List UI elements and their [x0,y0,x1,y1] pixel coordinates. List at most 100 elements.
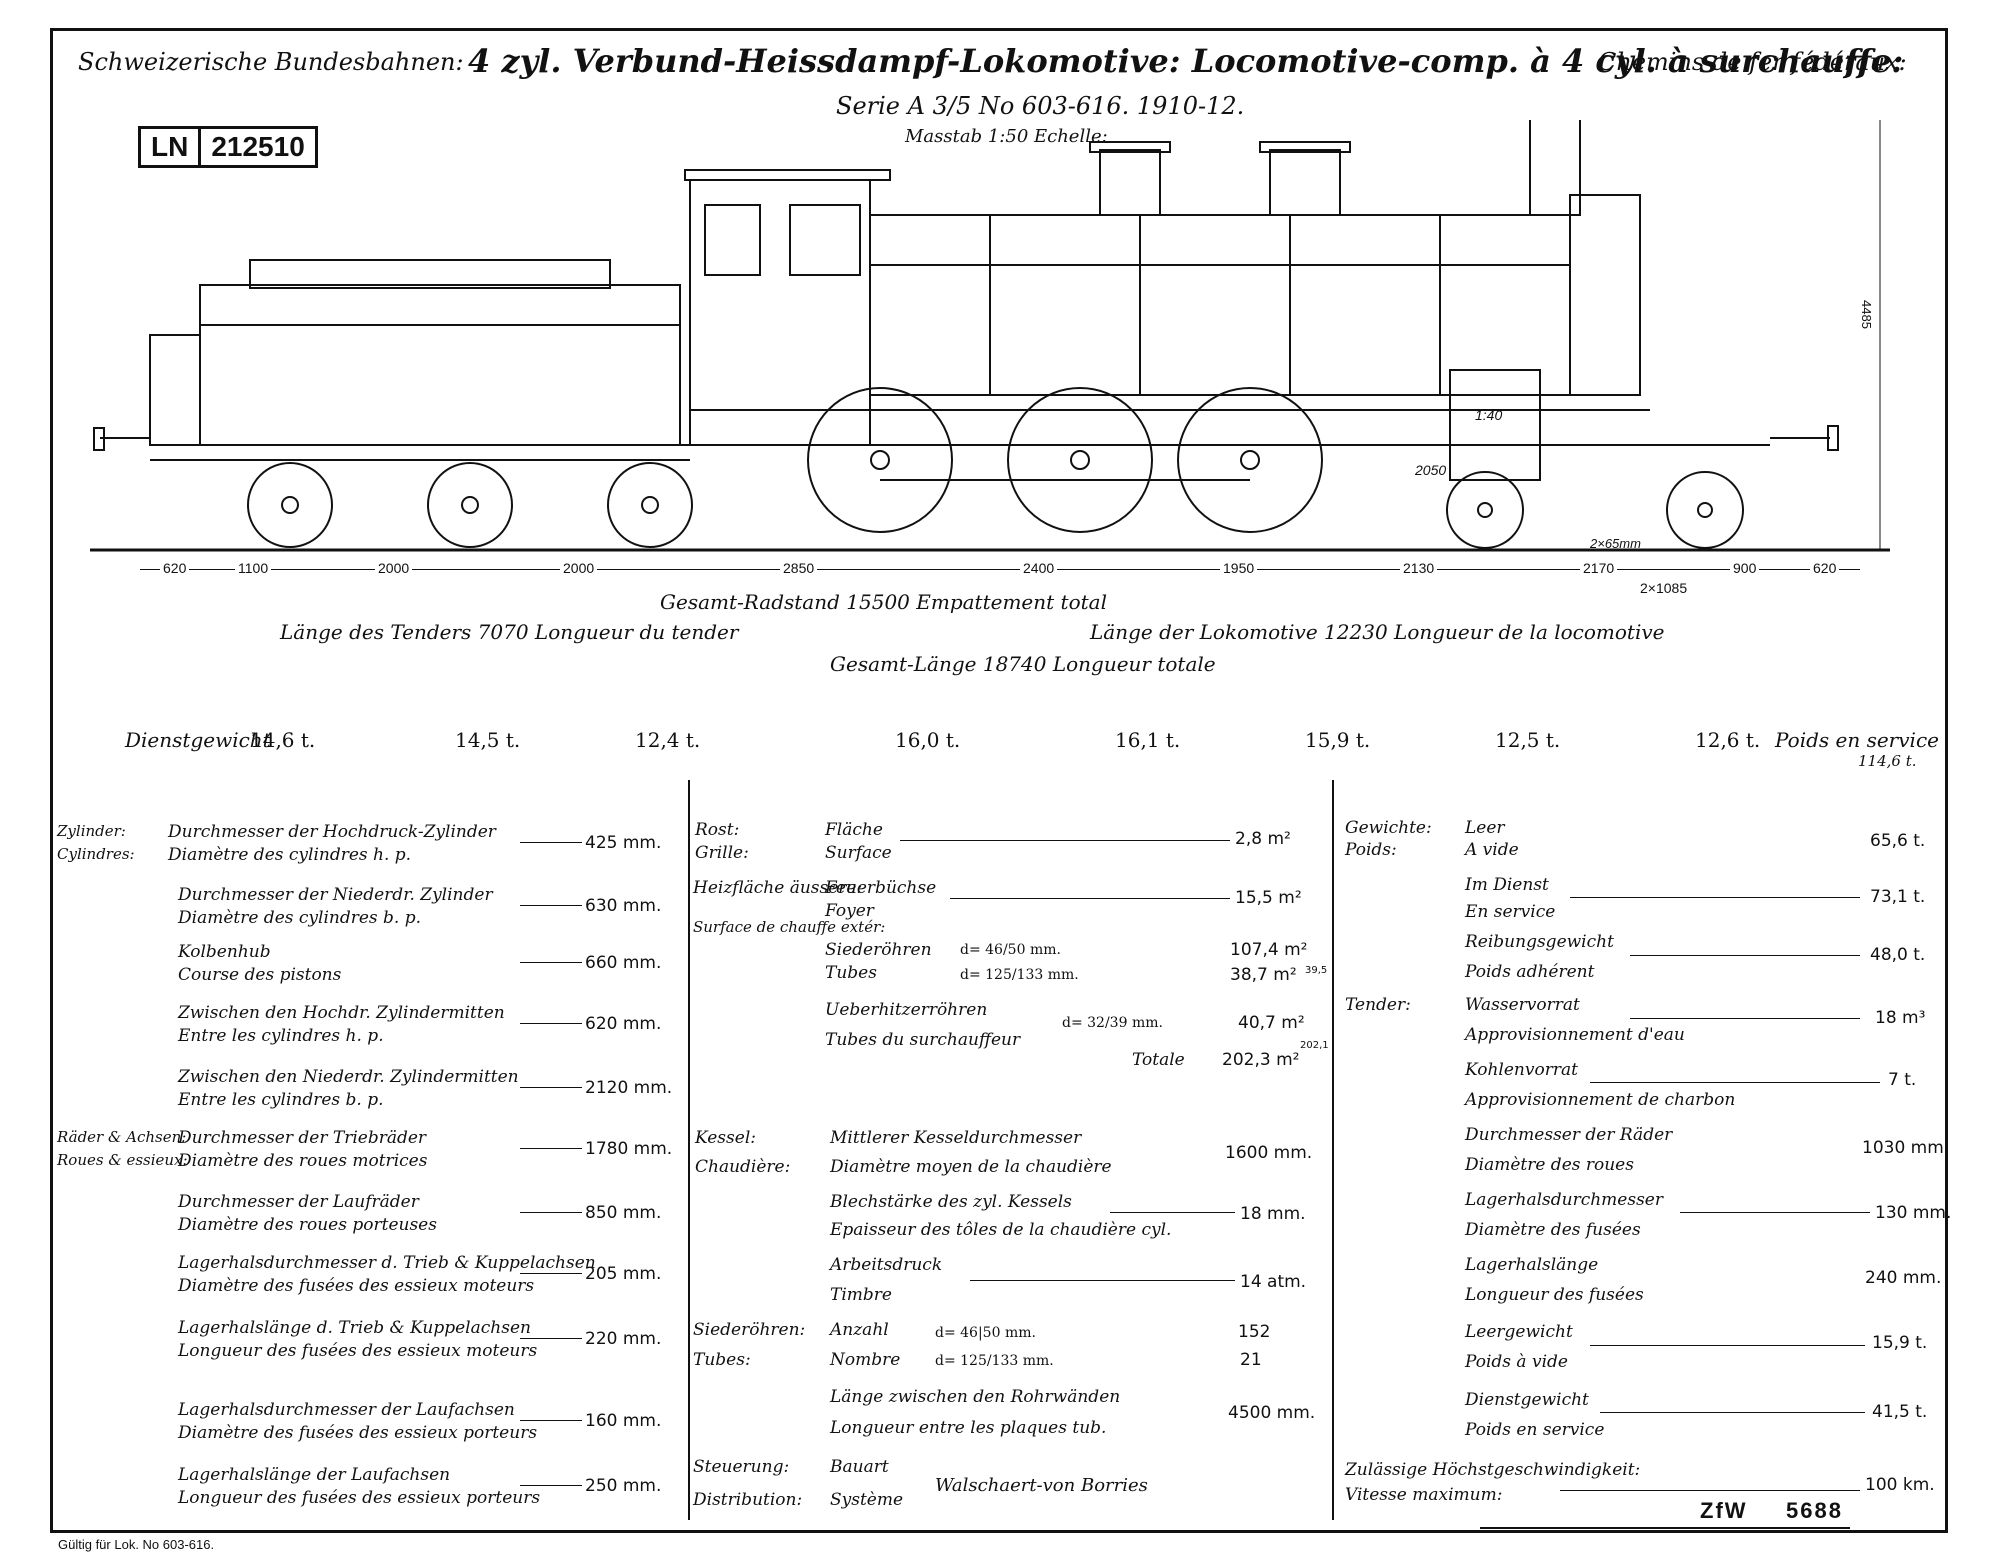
label: Nombre [830,1350,901,1370]
value: 1030 mm. [1862,1138,1950,1158]
label: Diamètre des fusées [1465,1220,1641,1240]
label: Lagerhalslänge d. Trieb & Kuppelachsen [178,1318,531,1338]
value: 2120 mm. [585,1078,673,1098]
label: Tubes: [693,1350,751,1370]
weight-label-de: Dienstgewicht [125,728,271,752]
dim-cell: 2130 [1400,560,1438,576]
value: 4500 mm. [1228,1403,1316,1423]
drawing-sheet [50,28,1948,1533]
axle-weight: 16,1 t. [1115,728,1181,752]
value: 107,4 m² [1230,940,1308,960]
label: Zulässige Höchstgeschwindigkeit: [1345,1460,1641,1480]
value: 425 mm. [585,833,662,853]
header-right: Chemins de fer fédéraux: [1598,48,1907,76]
label: Fläche [825,820,883,840]
driving-wheel-2 [1007,387,1153,533]
tender-length: Länge des Tenders 7070 Longueur du tende… [280,620,739,644]
group-label: Zylinder: [57,822,126,840]
value: 100 km. [1865,1475,1935,1495]
label: Steuerung: [693,1457,790,1477]
axle-weight: 12,6 t. [1695,728,1761,752]
label: Anzahl [830,1320,889,1340]
label: Dienstgewicht [1465,1390,1589,1410]
dim-cell: 2000 [375,560,413,576]
dimension-row: 620 1100 2000 2000 2850 2400 1950 2130 2… [140,560,1860,580]
total-length: Gesamt-Länge 18740 Longueur totale [830,652,1216,676]
label: Timbre [830,1285,892,1305]
label: Reibungsgewicht [1465,932,1614,952]
axle-weight: 15,9 t. [1305,728,1371,752]
label: Approvisionnement de charbon [1465,1090,1736,1110]
label: Foyer [825,901,874,921]
zfw-label: ZfW [1700,1498,1748,1523]
validity-note: Gültig für Lok. No 603-616. [58,1537,215,1552]
column-divider [1332,780,1334,1520]
value: 38,7 m² [1230,965,1297,985]
label: Système [830,1490,904,1510]
note: 39,5 [1305,965,1328,976]
value: 220 mm. [585,1329,662,1349]
cab [689,179,871,446]
label: Chaudière: [695,1157,791,1177]
label: Poids en service [1465,1420,1605,1440]
label: Zwischen den Niederdr. Zylindermitten [178,1067,519,1087]
tender-wheel-2 [427,462,513,548]
value: 1780 mm. [585,1139,673,1159]
label: Longueur entre les plaques tub. [830,1418,1107,1438]
value: 21 [1240,1350,1262,1370]
dim-cell: 2000 [560,560,598,576]
axle-weight: 12,4 t. [635,728,701,752]
label: Ueberhitzerröhren [825,1000,988,1020]
dim-2050: 2050 [1414,462,1446,478]
label: Tender: [1345,995,1411,1015]
label: Entre les cylindres h. p. [178,1026,384,1046]
driving-wheel-1 [807,387,953,533]
label: Lagerhalsdurchmesser der Laufachsen [178,1400,515,1420]
label: Diamètre des cylindres h. p. [168,845,412,865]
tender-coal-box [249,259,611,289]
value: 130 mm. [1875,1203,1952,1223]
label: Surface de chauffe extér: [693,918,886,936]
label: Course des pistons [178,965,342,985]
weight-label-fr: Poids en service [1775,728,1939,752]
label: Approvisionnement d'eau [1465,1025,1685,1045]
label: Durchmesser der Niederdr. Zylinder [178,885,493,905]
smokebox [1569,194,1641,396]
leading-wheel-1 [1446,471,1524,549]
value: 660 mm. [585,953,662,973]
value: 202,3 m² [1222,1050,1300,1070]
series-line: Serie A 3/5 No 603-616. 1910-12. [836,92,1245,120]
value: 18 m³ [1875,1008,1926,1028]
label: Siederöhren [825,940,932,960]
label: Diamètre moyen de la chaudière [830,1157,1112,1177]
axle-weight: 14,6 t. [250,728,316,752]
value: 41,5 t. [1872,1402,1928,1422]
label: d= 125/133 mm. [935,1353,1054,1369]
label: Kolbenhub [178,942,271,962]
driving-wheel-3 [1177,387,1323,533]
loco-length: Länge der Lokomotive 12230 Longueur de l… [1090,620,1665,644]
label: Totale [1132,1050,1185,1070]
leading-wheel-2 [1666,471,1744,549]
dim-cell: 900 [1730,560,1760,576]
label: Kessel: [695,1128,756,1148]
dim-cell: 620 [1810,560,1840,576]
label: Lagerhalsdurchmesser [1465,1190,1663,1210]
dim-1050: 1050 [1887,500,1890,529]
value: 620 mm. [585,1014,662,1034]
weight-total: 114,6 t. [1858,752,1917,770]
label: Poids à vide [1465,1352,1568,1372]
steam-dome-2 [1269,149,1341,216]
label: Tubes du surchauffeur [825,1030,1021,1050]
label: Grille: [695,843,749,863]
label: Blechstärke des zyl. Kessels [830,1192,1072,1212]
label: d= 32/39 mm. [1062,1015,1163,1031]
value: 15,9 t. [1872,1333,1928,1353]
label: Distribution: [693,1490,803,1510]
label: d= 46|50 mm. [935,1325,1036,1341]
label: Wasservorrat [1465,995,1580,1015]
label: Diamètre des fusées des essieux porteurs [178,1423,538,1443]
label: Rost: [695,820,740,840]
label: Poids: [1345,840,1397,860]
label: Vitesse maximum: [1345,1485,1503,1505]
